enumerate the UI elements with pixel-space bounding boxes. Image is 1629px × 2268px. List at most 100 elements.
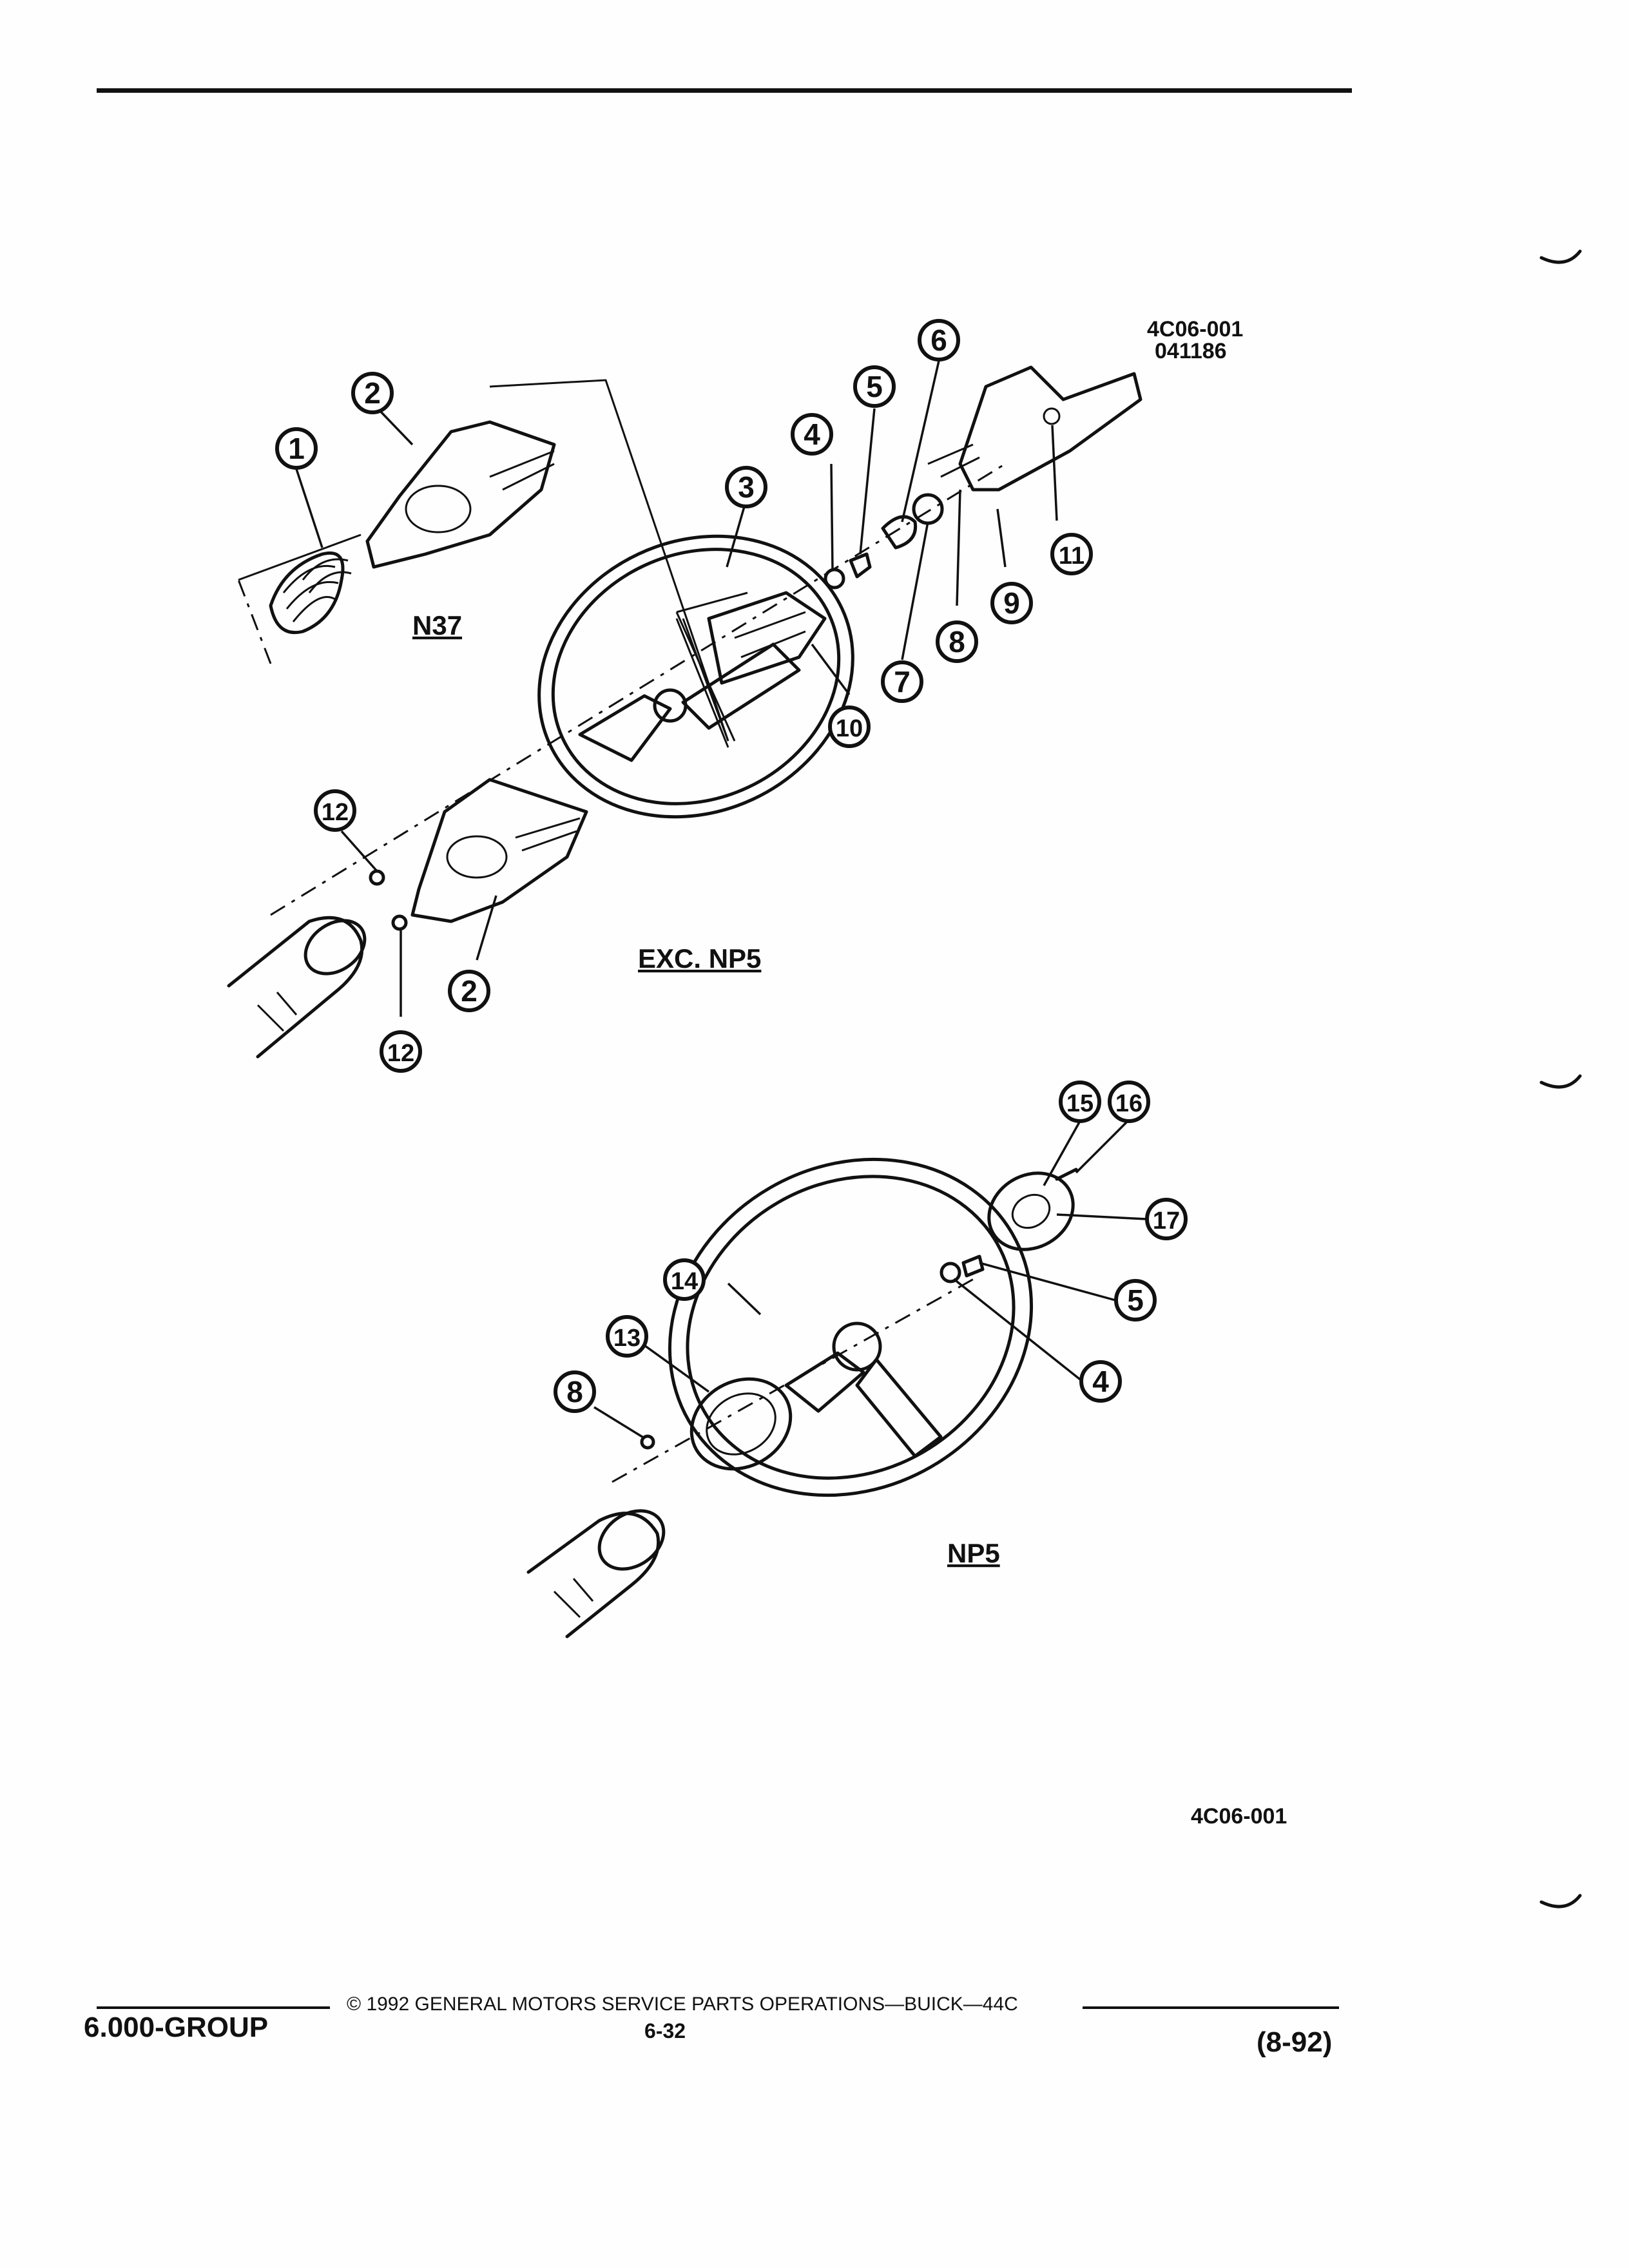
callout-1: 1 — [275, 427, 318, 470]
svg-text:5: 5 — [866, 370, 883, 403]
leader-line — [952, 1278, 1084, 1383]
leader-line — [979, 1262, 1116, 1302]
callout-3: 3 — [725, 466, 767, 508]
svg-text:15: 15 — [1066, 1090, 1094, 1117]
svg-text:5: 5 — [1127, 1283, 1144, 1317]
svg-text:4: 4 — [1092, 1365, 1109, 1398]
callout-14: 14 — [663, 1258, 706, 1301]
callout-4: 4 — [791, 413, 833, 456]
callout-11: 11 — [1050, 533, 1093, 575]
svg-text:10: 10 — [836, 715, 863, 742]
contact-part — [912, 493, 944, 525]
figure-reference: 4C06-001 — [1191, 1804, 1287, 1829]
callout-5: 5 — [1114, 1279, 1157, 1321]
svg-text:12: 12 — [322, 799, 349, 826]
screw-part — [1055, 1168, 1078, 1181]
view-label-n37: N37 — [412, 610, 462, 640]
page-number: 6-32 — [644, 2019, 686, 2042]
leader-line — [901, 521, 929, 660]
binding-mark — [1539, 1074, 1582, 1089]
svg-text:4: 4 — [804, 418, 820, 451]
leader-line — [901, 360, 940, 523]
callout-5: 5 — [853, 365, 896, 408]
horn-spring-part — [237, 533, 361, 664]
horn-hub-part — [987, 1171, 1075, 1251]
svg-text:8: 8 — [566, 1375, 583, 1408]
callout-17: 17 — [1145, 1198, 1188, 1240]
callout-6: 6 — [918, 319, 960, 361]
callout-7: 7 — [881, 660, 923, 703]
footer-rule-right — [1083, 2006, 1339, 2009]
view-label-np5: NP5 — [947, 1538, 1000, 1568]
callout-12: 12 — [314, 789, 356, 832]
horn-pad-part — [927, 365, 1142, 492]
screw-part — [369, 869, 385, 886]
svg-text:6: 6 — [930, 323, 947, 357]
nut-part — [824, 568, 845, 590]
view-label-exc-np5: EXC. NP5 — [638, 943, 761, 974]
callout-2: 2 — [351, 372, 394, 414]
callout-8: 8 — [554, 1370, 596, 1413]
horn-cup-part — [689, 1377, 793, 1471]
svg-text:3: 3 — [738, 470, 755, 504]
callout-4: 4 — [1079, 1360, 1122, 1403]
svg-text:14: 14 — [671, 1268, 698, 1295]
callout-10: 10 — [828, 706, 871, 748]
horn-cover-upper-part — [365, 420, 556, 569]
group-code: 6.000-GROUP — [84, 2012, 269, 2043]
leader-line — [593, 1406, 645, 1439]
leader-line — [340, 830, 378, 872]
washer-part — [849, 552, 872, 579]
leader-line — [1075, 1120, 1129, 1174]
figure-date: 041186 — [1155, 339, 1227, 363]
inset-leader-line — [489, 379, 729, 742]
binding-mark — [1539, 1894, 1582, 1908]
svg-text:2: 2 — [364, 376, 381, 410]
callout-8: 8 — [936, 620, 978, 663]
steering-wheel-upper — [537, 534, 854, 819]
callout-12: 12 — [380, 1030, 422, 1073]
assembly-centerline-lower — [612, 1274, 980, 1483]
leader-line — [830, 463, 834, 570]
leader-line — [1051, 425, 1058, 521]
svg-text:16: 16 — [1115, 1090, 1142, 1117]
screw-part — [391, 914, 408, 931]
leader-line — [476, 895, 497, 961]
svg-text:13: 13 — [613, 1325, 641, 1352]
svg-text:8: 8 — [949, 625, 965, 658]
svg-text:1: 1 — [288, 432, 305, 465]
svg-text:2: 2 — [461, 974, 477, 1008]
leader-line — [726, 499, 747, 568]
svg-text:9: 9 — [1003, 586, 1020, 620]
leader-line — [727, 1282, 762, 1316]
svg-text:11: 11 — [1059, 543, 1084, 570]
leader-line — [1043, 1120, 1081, 1186]
horn-cover-lower-part — [410, 778, 588, 923]
callout-16: 16 — [1108, 1081, 1150, 1123]
steering-wheel-lower — [668, 1157, 1034, 1497]
top-rule — [97, 88, 1352, 93]
svg-text:7: 7 — [894, 665, 911, 698]
callout-9: 9 — [990, 582, 1033, 624]
leader-line — [859, 408, 876, 555]
leader-line — [295, 468, 323, 548]
footer-rule-left — [97, 2006, 330, 2009]
steering-column-lower — [526, 1509, 666, 1639]
leader-line — [1056, 1213, 1146, 1220]
nut-part — [940, 1262, 961, 1283]
steering-hub-part — [675, 591, 827, 742]
revision-date: (8-92) — [1257, 2026, 1333, 2058]
steering-column-upper — [227, 916, 367, 1059]
leader-line — [996, 508, 1007, 568]
callout-13: 13 — [606, 1315, 648, 1358]
svg-text:17: 17 — [1153, 1207, 1180, 1235]
leader-line — [379, 410, 414, 446]
callout-15: 15 — [1059, 1081, 1101, 1123]
svg-text:12: 12 — [387, 1040, 414, 1067]
figure-code: 4C06-001 — [1147, 317, 1244, 341]
emblem-hole-part — [1043, 407, 1061, 425]
leader-line — [643, 1344, 710, 1393]
copyright-text: © 1992 GENERAL MOTORS SERVICE PARTS OPER… — [347, 1994, 1018, 2015]
